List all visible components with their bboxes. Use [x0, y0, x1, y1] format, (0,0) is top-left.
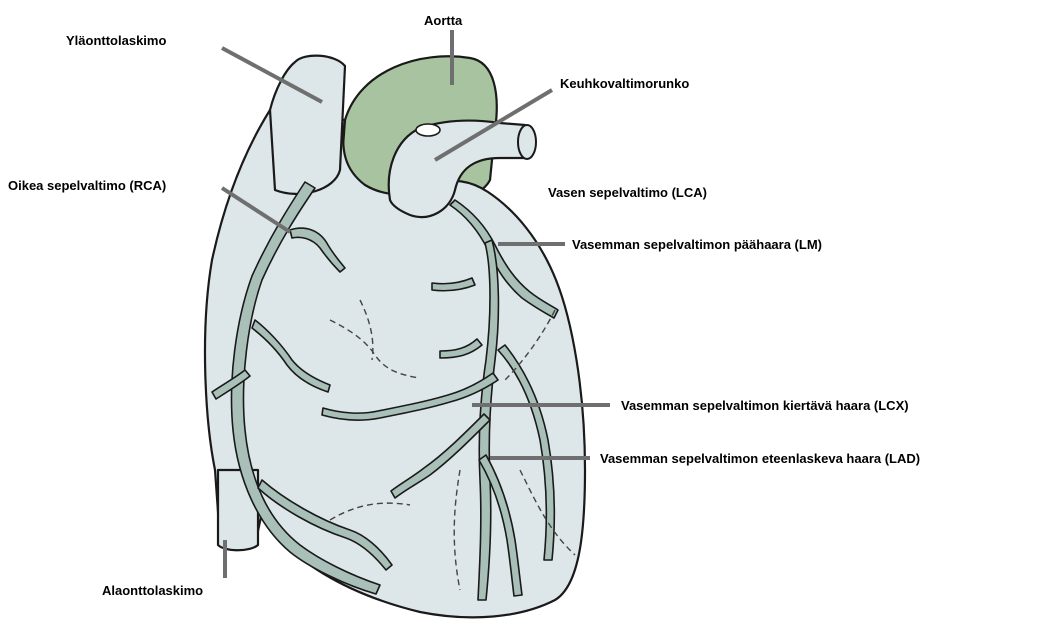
label-rca: Oikea sepelvaltimo (RCA): [8, 178, 166, 193]
label-lca: Vasen sepelvaltimo (LCA): [548, 185, 707, 200]
pulmonary-trunk-opening: [518, 125, 536, 159]
label-pulmonary-trunk: Keuhkovaltimorunko: [560, 76, 689, 91]
label-lm: Vasemman sepelvaltimon päähaara (LM): [572, 237, 822, 252]
svc-shape: [270, 56, 345, 194]
aorta-opening: [416, 124, 440, 136]
label-aorta: Aortta: [424, 13, 463, 28]
label-svc: Yläonttolaskimo: [66, 33, 166, 48]
label-ivc: Alaonttolaskimo: [102, 583, 203, 598]
label-lad: Vasemman sepelvaltimon eteenlaskeva haar…: [600, 451, 920, 466]
label-lcx: Vasemman sepelvaltimon kiertävä haara (L…: [621, 398, 909, 413]
